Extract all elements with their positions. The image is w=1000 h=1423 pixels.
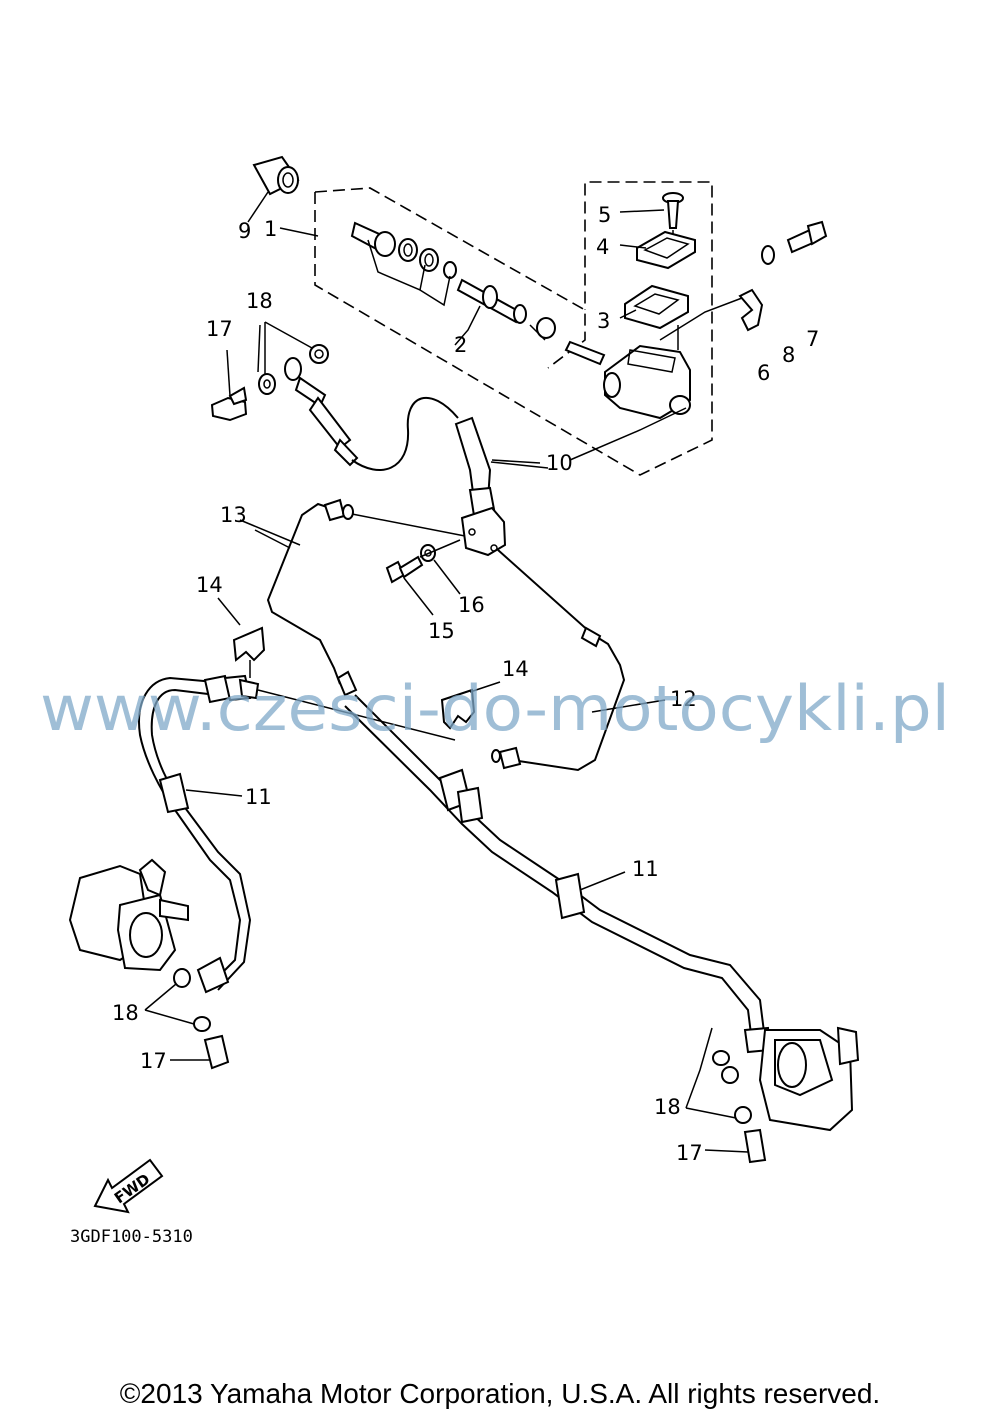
callout-13: 13 — [220, 503, 247, 527]
hose-clamp-center-part — [440, 681, 501, 730]
callout-labels: 1 2 3 4 5 6 7 8 9 10 11 11 12 13 14 14 1… — [112, 203, 819, 1165]
brake-pipe-left-part — [239, 498, 466, 697]
diaphragm-part — [624, 284, 689, 330]
union-bolt-left-part — [170, 1034, 230, 1070]
holder-bolt-part — [786, 220, 828, 254]
diagram-code: 3GDF100-5310 — [70, 1227, 193, 1247]
brake-hose-right-part — [344, 694, 772, 1054]
boot-cap-part — [247, 155, 300, 223]
brake-pipe-right-part — [491, 549, 666, 772]
brake-caliper-left-part — [68, 858, 211, 1032]
callout-17-left: 17 — [140, 1049, 167, 1073]
callout-18-right: 18 — [654, 1095, 681, 1119]
master-cylinder-body-part — [603, 297, 743, 420]
callout-18-left: 18 — [112, 1001, 139, 1025]
master-cylinder-kit-outline — [314, 181, 713, 476]
copyright-notice: ©2013 Yamaha Motor Corporation, U.S.A. A… — [119, 1378, 881, 1409]
callout-8: 8 — [782, 343, 795, 367]
brake-caliper-right-part — [685, 1026, 860, 1132]
holder-bracket-part — [738, 288, 764, 332]
fwd-arrow-icon: FWD — [93, 1158, 164, 1214]
callout-11-right: 11 — [632, 857, 659, 881]
union-bolt-right-part — [704, 1128, 767, 1164]
callout-10: 10 — [546, 451, 573, 475]
callout-3: 3 — [597, 309, 610, 333]
brake-hose-joint-part — [460, 506, 507, 557]
callout-17-upper: 17 — [206, 317, 233, 341]
brake-hose-left-part — [138, 674, 456, 994]
callout-11-left: 11 — [245, 785, 272, 809]
callout-18-upper: 18 — [246, 289, 273, 313]
callout-2: 2 — [454, 333, 467, 357]
union-bolt-upper-part — [210, 321, 329, 422]
callout-14-left: 14 — [196, 573, 223, 597]
callout-5: 5 — [598, 203, 611, 227]
piston-kit-part — [350, 221, 606, 366]
watermark-text: www.czesci-do-motocykli.pl — [40, 672, 950, 745]
callout-6: 6 — [757, 361, 770, 385]
callout-leaders — [254, 209, 665, 549]
callout-1: 1 — [264, 217, 277, 241]
callout-9: 9 — [238, 219, 251, 243]
spring-washer-part — [761, 245, 775, 265]
callout-16: 16 — [458, 593, 485, 617]
callout-7: 7 — [806, 327, 819, 351]
joint-bolt-part — [385, 539, 461, 616]
callout-12: 12 — [670, 687, 697, 711]
reservoir-cap-part — [636, 230, 696, 270]
callout-14-center: 14 — [502, 657, 529, 681]
hose-clamp-left-part — [217, 597, 266, 678]
callout-4: 4 — [596, 235, 609, 259]
callout-15: 15 — [428, 619, 455, 643]
callout-17-right: 17 — [676, 1141, 703, 1165]
